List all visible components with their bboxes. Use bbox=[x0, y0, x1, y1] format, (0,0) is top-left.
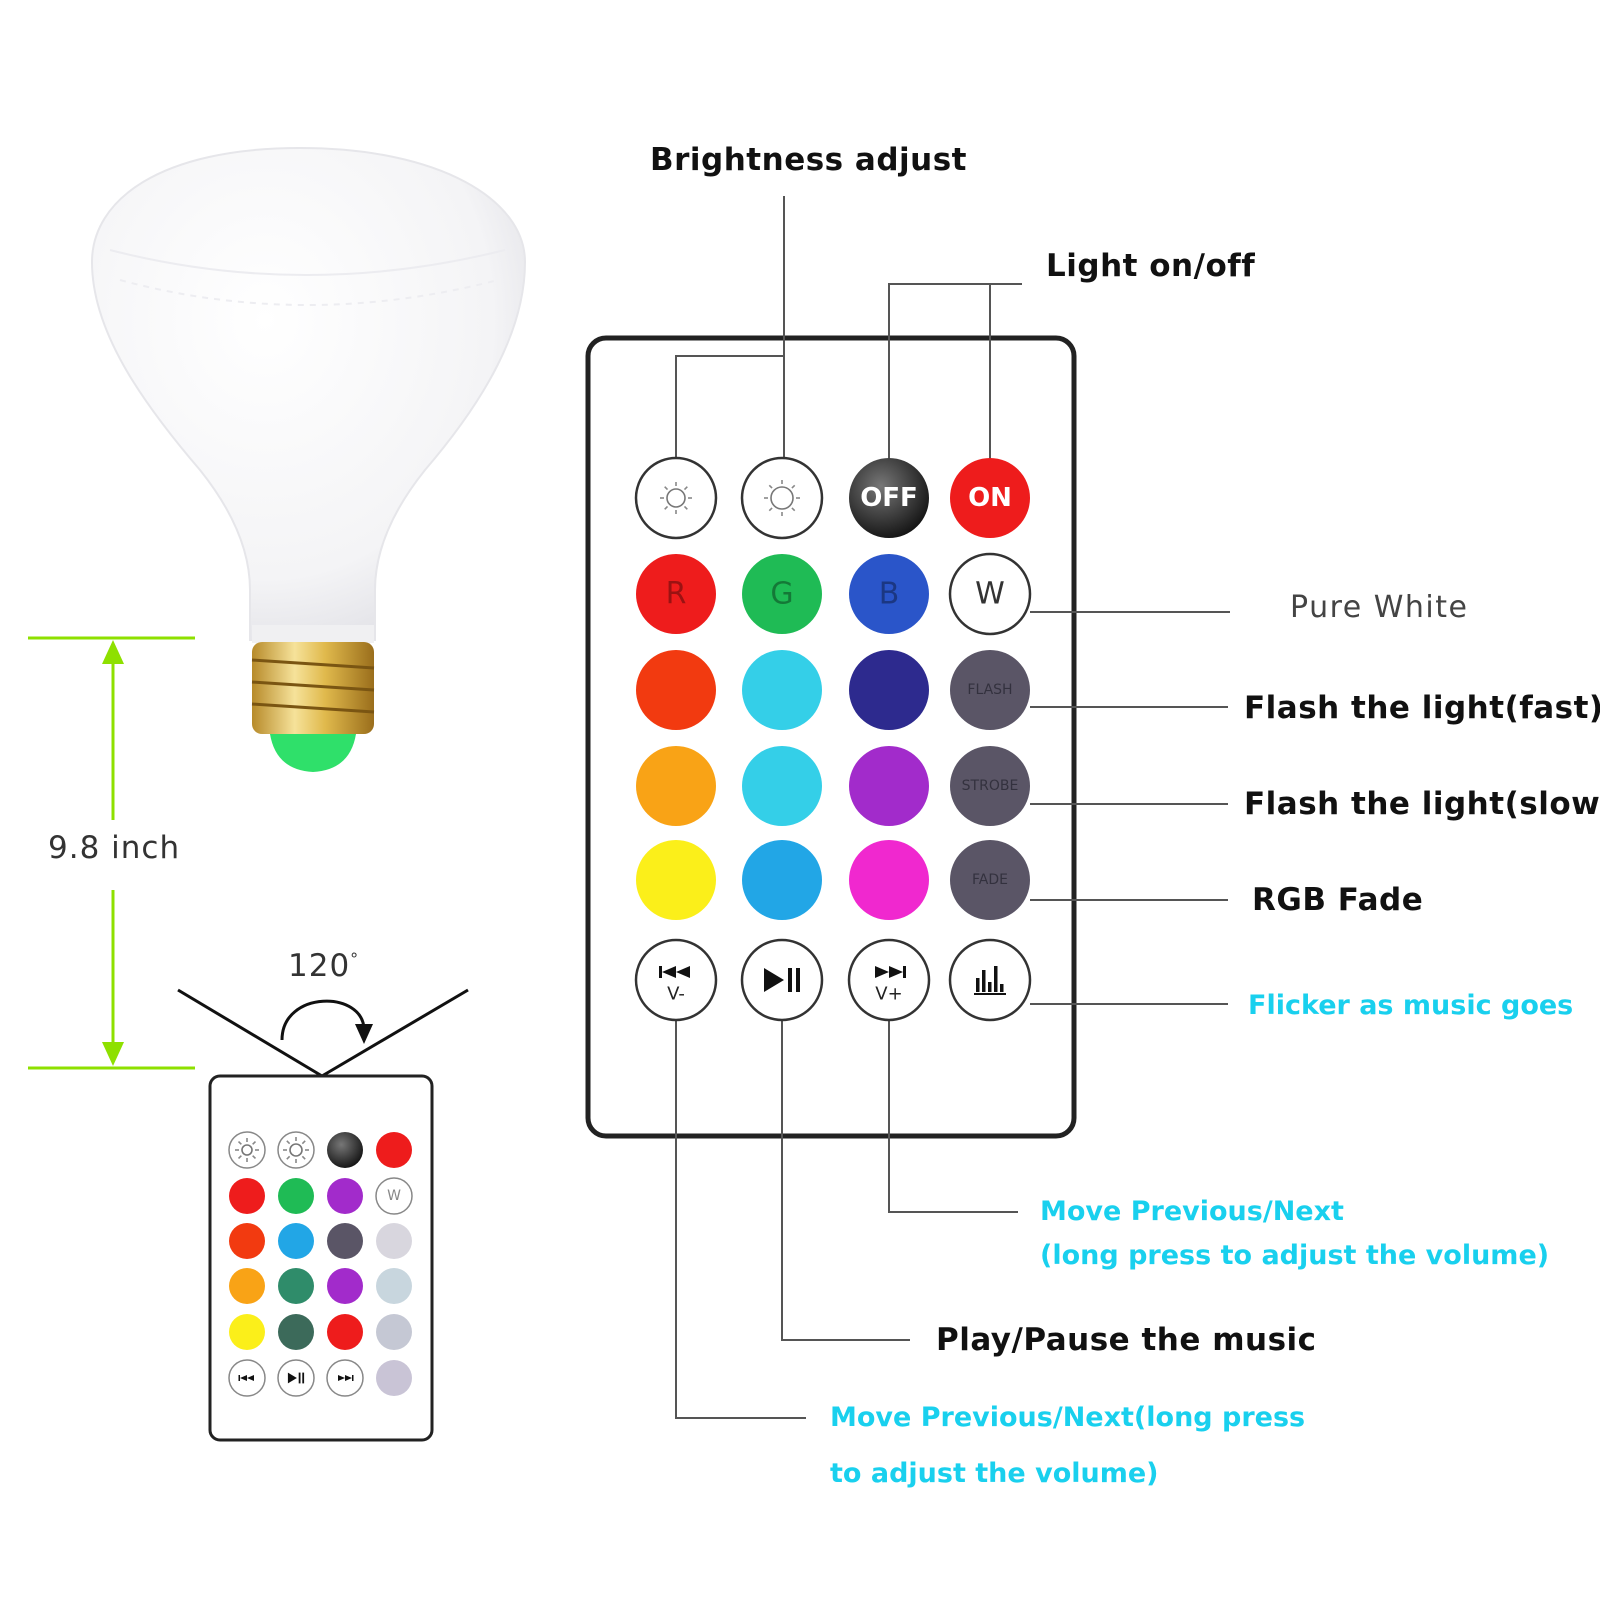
mini-remote-button bbox=[376, 1268, 412, 1304]
color-button[interactable] bbox=[849, 650, 929, 730]
fade-button[interactable]: FADE bbox=[950, 840, 1030, 920]
mini-remote-button bbox=[278, 1178, 314, 1214]
flash-button[interactable]: FLASH bbox=[950, 650, 1030, 730]
mini-sun-large-icon bbox=[283, 1137, 309, 1163]
color-button[interactable] bbox=[849, 840, 929, 920]
mini-remote-button bbox=[327, 1223, 363, 1259]
mini-remote-button bbox=[327, 1314, 363, 1350]
next-button[interactable]: V+ bbox=[847, 938, 931, 1022]
remote-control bbox=[585, 335, 1077, 1139]
light-bulb bbox=[90, 146, 527, 772]
beam-angle-label: 120° bbox=[288, 948, 359, 984]
beam-angle-diagram bbox=[177, 988, 469, 1078]
off-button[interactable]: OFF bbox=[849, 458, 929, 538]
brightness-down-button[interactable] bbox=[634, 456, 718, 540]
strobe-button[interactable]: STROBE bbox=[950, 746, 1030, 826]
prev-label-line1: Move Previous/Next(long press bbox=[830, 1402, 1306, 1433]
play-pause-label: Play/Pause the music bbox=[936, 1322, 1317, 1358]
leader-lines bbox=[675, 196, 1230, 1419]
flash-slow-label: Flash the light(slow) bbox=[1244, 786, 1600, 822]
mini-remote-button bbox=[376, 1314, 412, 1350]
flash-fast-label: Flash the light(fast) bbox=[1244, 690, 1600, 726]
bulb-screw-base bbox=[251, 642, 375, 772]
color-button[interactable] bbox=[849, 746, 929, 826]
mini-remote-button bbox=[375, 1177, 413, 1215]
color-button[interactable] bbox=[742, 840, 822, 920]
color-button[interactable] bbox=[742, 650, 822, 730]
next-button-volume-label: V+ bbox=[875, 984, 902, 1005]
height-dimension bbox=[28, 636, 195, 1070]
mini-remote-button bbox=[327, 1132, 363, 1168]
flicker-label: Flicker as music goes bbox=[1248, 990, 1574, 1021]
mini-remote-button bbox=[376, 1223, 412, 1259]
blue-button-label: B bbox=[879, 577, 900, 612]
red-button-label: R bbox=[666, 577, 687, 612]
fade-button-label: FADE bbox=[972, 872, 1008, 888]
prev-label-line2: to adjust the volume) bbox=[830, 1458, 1159, 1489]
mini-remote-button bbox=[278, 1223, 314, 1259]
white-button[interactable]: W bbox=[948, 552, 1032, 636]
music-mode-button[interactable] bbox=[948, 938, 1032, 1022]
previous-button[interactable]: V- bbox=[634, 938, 718, 1022]
mini-remote: W bbox=[208, 1074, 434, 1442]
mini-remote-button bbox=[376, 1132, 412, 1168]
play-pause-button[interactable] bbox=[740, 938, 824, 1022]
light-onoff-label: Light on/off bbox=[1046, 248, 1256, 284]
on-button-label: ON bbox=[968, 483, 1012, 513]
sun-small-icon bbox=[660, 482, 692, 514]
red-button[interactable]: R bbox=[636, 554, 716, 634]
mini-remote-button bbox=[229, 1268, 265, 1304]
mini-remote-button bbox=[278, 1314, 314, 1350]
previous-track-icon bbox=[659, 966, 690, 978]
brightness-label: Brightness adjust bbox=[650, 142, 967, 178]
color-button[interactable] bbox=[636, 650, 716, 730]
beam-angle-unit: ° bbox=[350, 949, 360, 969]
off-button-label: OFF bbox=[860, 483, 918, 513]
mini-remote-button bbox=[327, 1178, 363, 1214]
green-button-label: G bbox=[770, 577, 793, 612]
brightness-up-button[interactable] bbox=[740, 456, 824, 540]
rgb-fade-label: RGB Fade bbox=[1252, 882, 1424, 918]
sun-large-icon bbox=[764, 480, 800, 516]
blue-button[interactable]: B bbox=[849, 554, 929, 634]
pure-white-label: Pure White bbox=[1290, 590, 1469, 625]
mini-sun-small-icon bbox=[235, 1138, 259, 1162]
strobe-button-label: STROBE bbox=[962, 778, 1019, 794]
mini-remote-button bbox=[327, 1268, 363, 1304]
color-button[interactable] bbox=[636, 840, 716, 920]
mini-previous-icon bbox=[238, 1375, 254, 1381]
next-track-icon bbox=[875, 966, 906, 978]
beam-angle-value: 120 bbox=[288, 948, 351, 984]
color-button[interactable] bbox=[636, 746, 716, 826]
mini-play-pause-icon bbox=[287, 1372, 305, 1384]
previous-button-volume-label: V- bbox=[667, 984, 685, 1005]
flash-button-label: FLASH bbox=[967, 682, 1012, 698]
on-button[interactable]: ON bbox=[950, 458, 1030, 538]
white-button-label: W bbox=[975, 577, 1005, 612]
mini-remote-button bbox=[228, 1131, 266, 1169]
mini-white-button-label: W bbox=[387, 1188, 401, 1204]
color-button[interactable] bbox=[742, 746, 822, 826]
next-label-line2: (long press to adjust the volume) bbox=[1040, 1240, 1550, 1271]
play-pause-icon bbox=[764, 968, 800, 992]
green-button[interactable]: G bbox=[742, 554, 822, 634]
mini-remote-button bbox=[229, 1223, 265, 1259]
equalizer-icon bbox=[974, 966, 1006, 995]
mini-remote-button bbox=[376, 1360, 412, 1396]
mini-remote-button bbox=[229, 1314, 265, 1350]
height-dimension-label: 9.8 inch bbox=[48, 830, 181, 866]
mini-remote-button bbox=[278, 1268, 314, 1304]
mini-next-icon bbox=[338, 1375, 354, 1381]
next-label-line1: Move Previous/Next bbox=[1040, 1196, 1344, 1227]
mini-remote-button bbox=[229, 1178, 265, 1214]
